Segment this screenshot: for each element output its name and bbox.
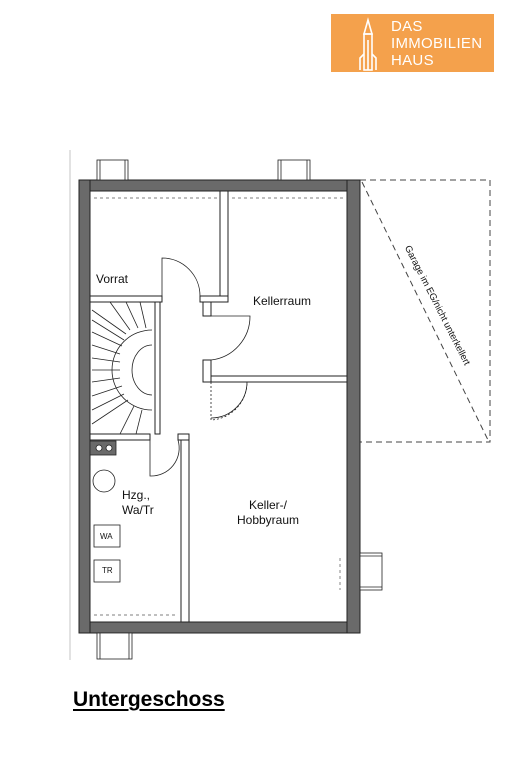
washer-label: WA [100, 532, 113, 541]
logo-line-1: DAS [391, 18, 423, 35]
windows [96, 159, 383, 660]
company-logo: DAS IMMOBILIEN HAUS [331, 14, 494, 72]
logo-line-2: IMMOBILIEN [391, 35, 483, 52]
tower-icon [359, 17, 377, 71]
utility-fixtures [89, 440, 121, 583]
room-label-hzg-line2: Wa/Tr [122, 503, 154, 517]
room-label-hzg: Hzg., Wa/Tr [122, 488, 154, 518]
room-label-kellerraum: Kellerraum [253, 294, 312, 308]
door-swings [149, 257, 251, 477]
room-label-hzg-line1: Hzg., [122, 488, 151, 502]
staircase [91, 301, 153, 435]
room-label-hobbyraum: Keller-/ Hobbyraum [228, 498, 308, 528]
room-label-vorrat: Vorrat [96, 272, 129, 286]
logo-line-3: HAUS [391, 52, 434, 69]
room-label-hobby-line2: Hobbyraum [236, 513, 300, 527]
floor-title: Untergeschoss [73, 688, 225, 711]
dryer-label: TR [102, 566, 113, 575]
room-label-hobby-line1: Keller-/ [248, 498, 287, 512]
logo-text: DAS IMMOBILIEN HAUS [391, 18, 491, 69]
interior-walls [89, 190, 348, 623]
garage-outline [359, 179, 491, 443]
